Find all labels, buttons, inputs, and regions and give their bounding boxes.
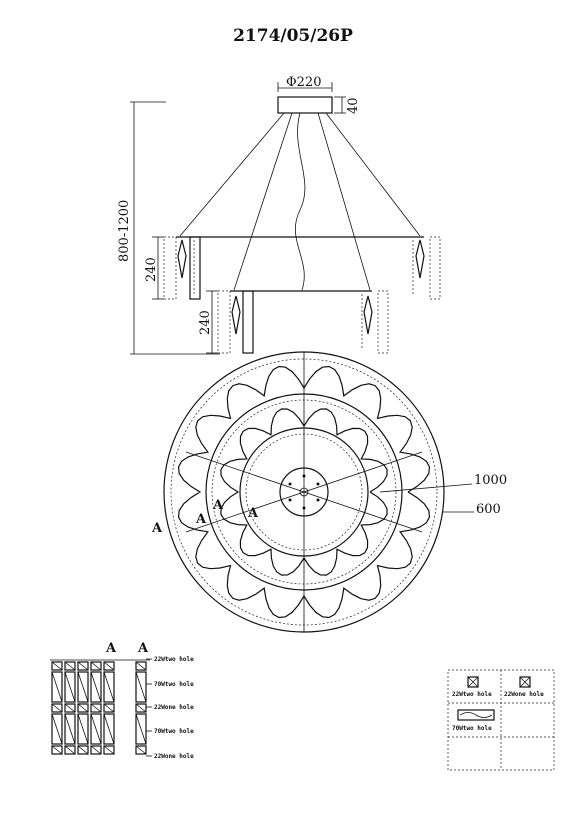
legend-mark-a1: A — [105, 641, 117, 656]
crystal-cell — [90, 745, 102, 755]
outer-ring-height-label: 240 — [144, 257, 159, 282]
canopy-height-label: 40 — [346, 97, 361, 114]
crystal-cell — [135, 703, 147, 713]
section-mark-a2: A — [195, 512, 207, 527]
inner-diameter-label: 600 — [476, 502, 501, 517]
legend-row-label: 70Wtwo hole — [154, 728, 194, 735]
crossed-box-icon — [467, 676, 479, 688]
inner-left-crystals — [217, 290, 254, 354]
crystal-cell — [64, 671, 76, 703]
crystal-cell — [77, 745, 89, 755]
crystal-cell — [51, 661, 63, 671]
crystal-legend: A A 22Wtwo hole 70Wtwo hole 22Wone hole 70W… — [50, 641, 194, 760]
crystal-cell — [103, 661, 115, 671]
legend-row-label: 70Wtwo hole — [154, 681, 194, 688]
crystal-cell — [90, 671, 102, 703]
crystal-cell — [51, 671, 63, 703]
crystal-cell — [135, 745, 147, 755]
crystal-cell — [103, 703, 115, 713]
section-mark-a3: A — [212, 498, 224, 513]
legend-row-label: 22Wone hole — [154, 753, 194, 760]
crystal-cell — [103, 671, 115, 703]
inner-right-crystals — [361, 290, 389, 354]
crystal-cell — [103, 713, 115, 745]
key-label-22w-one: 22Wone hole — [504, 691, 544, 698]
crystal-cell — [135, 671, 147, 703]
crystal-cell — [64, 713, 76, 745]
outer-right-crystals — [412, 236, 441, 300]
crystal-cell — [51, 703, 63, 713]
crystal-cell — [51, 745, 63, 755]
crystal-cell — [135, 661, 147, 671]
canopy-diameter-label: Φ220 — [286, 75, 321, 90]
section-mark-a4: A — [247, 506, 259, 521]
key-label-70w-two: 70Wtwo hole — [452, 725, 492, 732]
crystal-cell — [135, 713, 147, 745]
elevation-view: Φ220 40 — [117, 75, 441, 355]
crystal-cell — [77, 661, 89, 671]
center-mounting-holes — [288, 474, 320, 510]
key-box: 22Wtwo hole 22Wone hole 70Wtwo hole — [447, 669, 555, 771]
crystal-cell — [77, 703, 89, 713]
legend-row-label: 22Wone hole — [154, 704, 194, 711]
crystal-cell — [64, 745, 76, 755]
crystal-cell — [77, 671, 89, 703]
outer-left-crystals — [163, 236, 201, 300]
key-label-22w-two: 22Wtwo hole — [452, 691, 492, 698]
legend-row-label: 22Wtwo hole — [154, 656, 194, 663]
crystal-cell — [90, 661, 102, 671]
crystal-cell — [51, 713, 63, 745]
crystal-cell — [64, 661, 76, 671]
outer-diameter-label: 1000 — [474, 473, 507, 488]
crystal-cell — [103, 745, 115, 755]
inner-ring-height-label: 240 — [198, 310, 213, 335]
plan-view: 1000 600 A A A A — [151, 351, 507, 633]
crystal-cell — [90, 703, 102, 713]
legend-mark-a2: A — [137, 641, 149, 656]
canopy — [277, 96, 333, 114]
long-crystal-icon — [457, 709, 495, 721]
drawing-title: 2174/05/26P — [233, 26, 353, 46]
overall-height-label: 800-1200 — [117, 200, 132, 262]
crossed-box-icon — [519, 676, 531, 688]
crystal-cell — [77, 713, 89, 745]
crystal-cell — [90, 713, 102, 745]
inner-scallops — [220, 408, 388, 576]
crystal-cell — [64, 703, 76, 713]
section-mark-a1: A — [151, 521, 163, 536]
outer-scallops — [177, 365, 431, 619]
